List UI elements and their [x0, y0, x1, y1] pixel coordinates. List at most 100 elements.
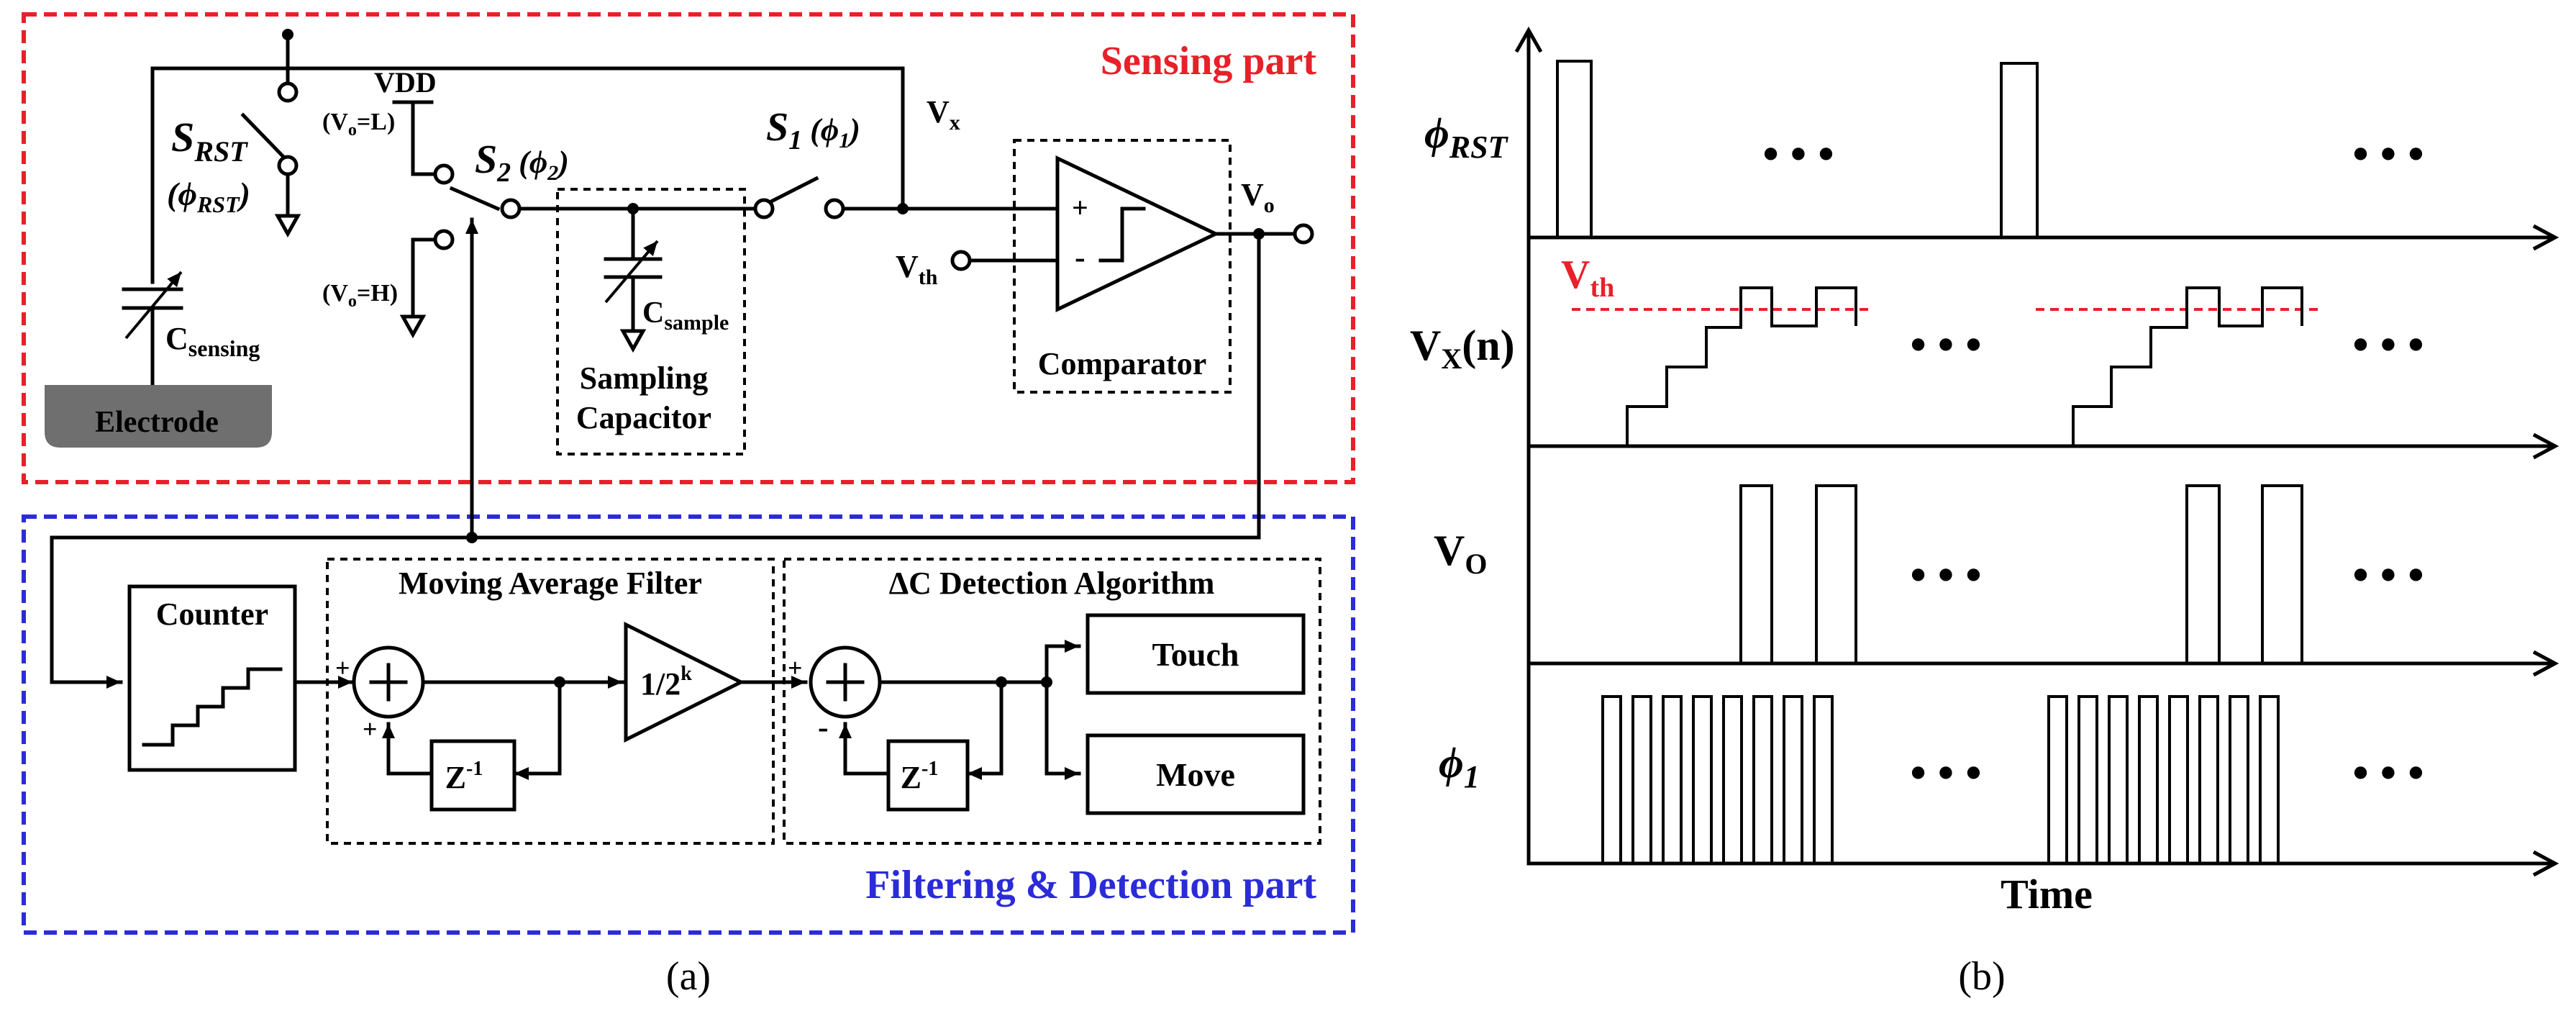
svg-text:(ϕRST): (ϕRST)	[167, 176, 250, 217]
vx-label: Vx	[927, 94, 960, 135]
maf-label: Moving Average Filter	[399, 566, 702, 601]
dc-delay-label: Z-1	[901, 758, 939, 795]
ellipsis-vx-2: • • •	[2352, 319, 2423, 370]
csensing-arrow	[124, 271, 183, 340]
panel-a: Sensing part Filtering & Detection part …	[22, 12, 1355, 999]
comparator-minus: -	[1075, 240, 1086, 275]
touch-box	[1086, 613, 1306, 695]
svg-text:S2 (ϕ2): S2 (ϕ2)	[475, 137, 569, 188]
sampling-label-2: Capacitor	[576, 400, 711, 435]
wire-maf-delay	[512, 680, 562, 780]
maf-adder-plus-in: +	[335, 653, 350, 682]
filtering-part-frame	[22, 514, 1355, 935]
touch-label: Touch	[1152, 636, 1239, 673]
svg-text:S1 (ϕ1): S1 (ϕ1)	[766, 105, 860, 155]
s2-terminal-mid	[500, 198, 522, 219]
csample-arrow	[604, 240, 659, 304]
wire-maf-delay-back	[382, 722, 434, 776]
signal-label-phi-rst: ϕRST	[1424, 109, 1509, 165]
srst-blade	[240, 112, 289, 163]
phi1-pulse-train-1	[1601, 695, 1834, 863]
wire-dc-move	[1044, 680, 1081, 780]
phi1-pulses	[2047, 695, 2280, 863]
s1-label: S1 (ϕ1)	[766, 105, 860, 155]
vo-l-label: (Vo=L)	[322, 109, 395, 140]
vth-terminal	[950, 250, 972, 271]
sampling-capacitor-box	[556, 188, 746, 455]
svg-text:SRST: SRST	[171, 114, 248, 168]
time-label: Time	[2001, 871, 2093, 917]
comparator-triangle	[1055, 155, 1220, 312]
dc-algo-box	[783, 558, 1321, 845]
sensing-part-title: Sensing part	[1101, 39, 1317, 83]
baseline-3-arrow	[2532, 650, 2559, 677]
vth-label: Vth	[1561, 253, 1614, 303]
maf-box	[326, 558, 775, 845]
srst-terminal-bottom	[277, 155, 299, 176]
s2-label: S2 (ϕ2)	[475, 137, 569, 188]
filtering-part-title: Filtering & Detection part	[865, 863, 1316, 907]
maf-adder-plus-fb: +	[363, 715, 378, 743]
comparator-plus: +	[1072, 191, 1088, 224]
maf-adder-plus	[369, 663, 408, 702]
ground-srst	[274, 214, 301, 238]
node-vx	[897, 203, 909, 214]
phi1-pulses	[1601, 695, 1834, 863]
baseline-4-arrow	[2532, 850, 2559, 877]
baseline-1-arrow	[2532, 224, 2559, 251]
time-axis-top-arrow	[1514, 26, 1543, 53]
s2-terminal-top	[433, 163, 455, 185]
phi1-pulse-train-2	[2047, 695, 2280, 863]
dc-algo-label: ΔC Detection Algorithm	[889, 566, 1215, 601]
counter-staircase	[142, 667, 283, 747]
comparator-box	[1013, 139, 1232, 394]
ground-csample	[619, 329, 647, 353]
dc-delay-box	[886, 739, 970, 812]
dc-adder-plus-in: +	[788, 653, 803, 682]
vo-pulse-2a	[2185, 484, 2221, 663]
wire-dc-delay-back	[839, 722, 891, 776]
vo-pulse-2b	[2261, 484, 2303, 663]
vth-input-label: Vth	[896, 249, 938, 289]
dc-adder-minus-fb: -	[818, 709, 829, 745]
signal-label-vo: VO	[1434, 527, 1487, 580]
move-box	[1086, 733, 1306, 815]
comparator-hysteresis	[1098, 207, 1146, 263]
signal-label-phi1: ϕ1	[1439, 739, 1480, 794]
csensing-label: Csensing	[165, 321, 260, 361]
caption-a: (a)	[666, 954, 711, 999]
vo-pulse-1a	[1739, 484, 1773, 663]
srst-terminal-top	[277, 81, 299, 103]
wire-dc-touch	[1044, 640, 1081, 684]
maf-delay-label: Z-1	[445, 758, 483, 795]
srst-label: SRST (ϕRST)	[167, 114, 250, 217]
signal-label-vx: VX(n)	[1410, 322, 1515, 375]
vx-staircase-2	[2072, 286, 2303, 446]
gain-triangle	[624, 621, 745, 743]
maf-delay-box	[429, 739, 516, 812]
comparator-label: Comparator	[1038, 346, 1207, 381]
electrode-label: Electrode	[95, 406, 219, 439]
sampling-label-1: Sampling	[580, 361, 709, 396]
vo-h-label: (Vo=H)	[322, 280, 398, 311]
counter-box	[127, 584, 297, 772]
caption-b: (b)	[1958, 954, 2005, 999]
ellipsis-vx-1: • • •	[1910, 319, 1981, 370]
s2-blade	[449, 186, 501, 212]
wire-top	[150, 66, 905, 284]
sensing-part-frame	[22, 12, 1355, 484]
baseline-2-arrow	[2532, 432, 2559, 460]
s1-terminal-left	[753, 198, 775, 219]
wire-feedback	[50, 232, 1261, 689]
ellipsis-phi-rst-2: • • •	[2352, 128, 2423, 179]
dc-adder-plus	[826, 663, 865, 702]
s1-blade	[768, 176, 819, 204]
vo-pulse-1b	[1815, 484, 1857, 663]
vx-staircase-1	[1626, 286, 1857, 446]
phi-rst-pulse-2	[2000, 62, 2039, 237]
wire-dc-delay	[965, 680, 1003, 780]
ellipsis-phi1-2: • • •	[2352, 747, 2423, 798]
csample-label: Csample	[642, 296, 729, 335]
vdd-label: VDD	[374, 66, 437, 99]
